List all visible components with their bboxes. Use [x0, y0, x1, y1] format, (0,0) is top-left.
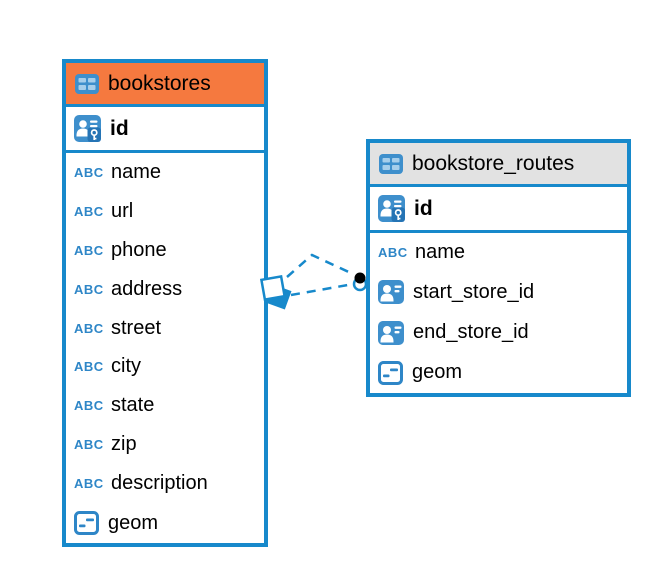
er-table-bookstores[interactable]: bookstores id ABC name ABC url ABC phone [62, 59, 268, 547]
table-icon [75, 73, 99, 94]
column-label: geom [108, 511, 159, 534]
column-label: id [414, 196, 433, 220]
column-label: city [111, 355, 141, 378]
geometry-type-icon [74, 511, 99, 536]
column-label: state [111, 394, 155, 417]
ref-id-icon [378, 280, 404, 305]
column-row[interactable]: ABC state [66, 386, 264, 426]
column-label: street [111, 316, 162, 339]
bookstores-table-header[interactable]: bookstores [66, 63, 264, 107]
column-label: description [111, 472, 208, 495]
table-icon [379, 153, 403, 174]
primary-key-icon [74, 115, 101, 142]
column-row[interactable]: start_store_id [370, 272, 627, 313]
column-label: phone [111, 238, 167, 261]
fk-connector-line-lower[interactable] [290, 283, 349, 297]
column-label: name [415, 241, 466, 264]
fk-connector-line-upper[interactable] [286, 253, 354, 278]
text-type-icon: ABC [74, 242, 104, 258]
column-label: geom [412, 361, 463, 384]
column-row-pk[interactable]: id [370, 187, 627, 233]
text-type-icon: ABC [74, 320, 104, 336]
text-type-icon: ABC [74, 203, 104, 219]
column-label: address [111, 277, 183, 300]
column-row[interactable]: ABC address [66, 269, 264, 309]
column-row[interactable]: ABC phone [66, 230, 264, 270]
column-row[interactable]: geom [66, 503, 264, 544]
column-label: start_store_id [413, 280, 535, 303]
column-label: end_store_id [413, 321, 529, 344]
er-table-bookstore-routes[interactable]: bookstore_routes id ABC name [366, 139, 631, 397]
text-type-icon: ABC [74, 476, 104, 492]
column-row[interactable]: ABC url [66, 191, 264, 231]
text-type-icon: ABC [74, 359, 104, 375]
primary-key-icon [378, 195, 405, 222]
bookstore-routes-table-header[interactable]: bookstore_routes [370, 143, 627, 187]
table-title: bookstores [108, 71, 211, 95]
column-row[interactable]: ABC street [66, 308, 264, 348]
column-label: zip [111, 433, 137, 456]
text-type-icon: ABC [74, 281, 104, 297]
column-row-pk[interactable]: id [66, 107, 264, 153]
table-title: bookstore_routes [412, 151, 575, 175]
text-type-icon: ABC [378, 245, 408, 261]
text-type-icon: ABC [74, 437, 104, 453]
column-label: id [110, 116, 129, 140]
column-label: url [111, 199, 134, 222]
text-type-icon: ABC [74, 398, 104, 414]
ref-id-icon [378, 320, 404, 345]
geometry-type-icon [378, 360, 403, 385]
column-label: name [111, 160, 162, 183]
column-row[interactable]: ABC name [66, 153, 264, 192]
connector-target-marker[interactable] [352, 272, 368, 292]
column-row[interactable]: ABC city [66, 347, 264, 387]
column-row[interactable]: end_store_id [370, 312, 627, 353]
column-row[interactable]: ABC zip [66, 425, 264, 465]
text-type-icon: ABC [74, 164, 104, 180]
column-row[interactable]: ABC name [370, 233, 627, 273]
column-row[interactable]: geom [370, 352, 627, 393]
column-row[interactable]: ABC description [66, 464, 264, 504]
